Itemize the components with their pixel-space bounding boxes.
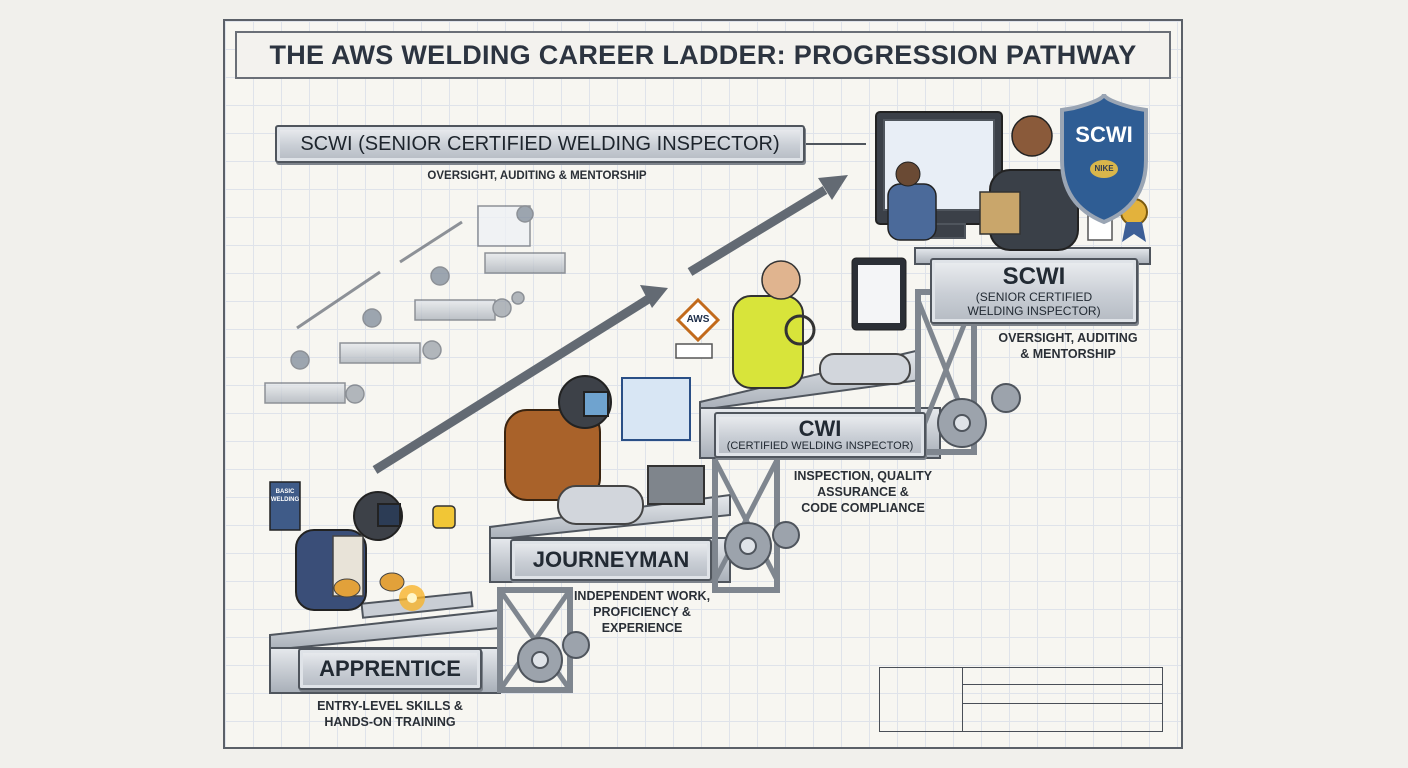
aws-logo-icon	[675, 297, 721, 343]
apprentice-welder-figure	[269, 481, 456, 611]
stage-description-journeyman: INDEPENDENT WORK, PROFICIENCY & EXPERIEN…	[573, 589, 711, 635]
header-plate-scwi: SCWI (SENIOR CERTIFIED WELDING INSPECTOR…	[275, 125, 805, 163]
scwi-shield-badge	[1060, 93, 1148, 225]
stage-description-scwi: OVERSIGHT, AUDITING & MENTORSHIP	[998, 331, 1138, 361]
stage-plate-scwi: SCWI (SENIOR CERTIFIED WELDING INSPECTOR…	[930, 258, 1138, 324]
clipboard-icon	[979, 191, 1021, 235]
id-card-icon	[675, 343, 713, 359]
blueprint-icon	[621, 377, 691, 441]
toolbox-icon	[647, 465, 705, 505]
stage-description-apprentice: ENTRY-LEVEL SKILLS & HANDS-ON TRAINING	[317, 699, 463, 729]
header-plate-label: SCWI (SENIOR CERTIFIED WELDING INSPECTOR…	[300, 132, 780, 155]
stage-title-apprentice: APPRENTICE	[319, 656, 461, 681]
progression-arrows	[372, 186, 828, 474]
stage-plate-cwi: CWI (CERTIFIED WELDING INSPECTOR)	[714, 412, 926, 458]
aws-logo-text: AWS	[686, 314, 710, 325]
mini-ladder	[264, 205, 566, 404]
arrow-head-1	[640, 285, 668, 308]
magnifier-icon	[784, 314, 816, 346]
stage-plate-apprentice: APPRENTICE	[298, 648, 482, 690]
pipe-icon	[819, 353, 911, 385]
book-icon	[269, 481, 301, 531]
stage-title-cwi: CWI	[798, 415, 842, 441]
stage-title-scwi: SCWI	[1002, 263, 1066, 290]
stage-subtitle-scwi: (SENIOR CERTIFIED WELDING INSPECTOR)	[967, 290, 1101, 318]
stage-description-cwi: INSPECTION, QUALITY ASSURANCE & CODE COM…	[793, 469, 933, 515]
tape-measure-icon	[432, 505, 456, 529]
cwi-inspector-figure	[675, 257, 911, 389]
badge-text: SCWI	[1075, 122, 1133, 147]
badge-subtext: NIKE	[1090, 160, 1118, 178]
journeyman-welder-figure	[504, 375, 705, 525]
page-title: THE AWS WELDING CAREER LADDER: PROGRESSI…	[269, 39, 1137, 70]
pipe-icon	[557, 485, 644, 525]
title-box: THE AWS WELDING CAREER LADDER: PROGRESSI…	[235, 31, 1171, 79]
stage-plate-journeyman: JOURNEYMAN	[510, 539, 712, 581]
arrow-head-2	[818, 175, 848, 200]
stage-subtitle-cwi: (CERTIFIED WELDING INSPECTOR)	[726, 439, 914, 452]
book-label: BASIC WELDING	[270, 489, 300, 503]
title-block-grid	[879, 667, 1163, 732]
stage-title-journeyman: JOURNEYMAN	[532, 547, 690, 572]
header-plate-description: OVERSIGHT, AUDITING & MENTORSHIP	[427, 170, 647, 182]
